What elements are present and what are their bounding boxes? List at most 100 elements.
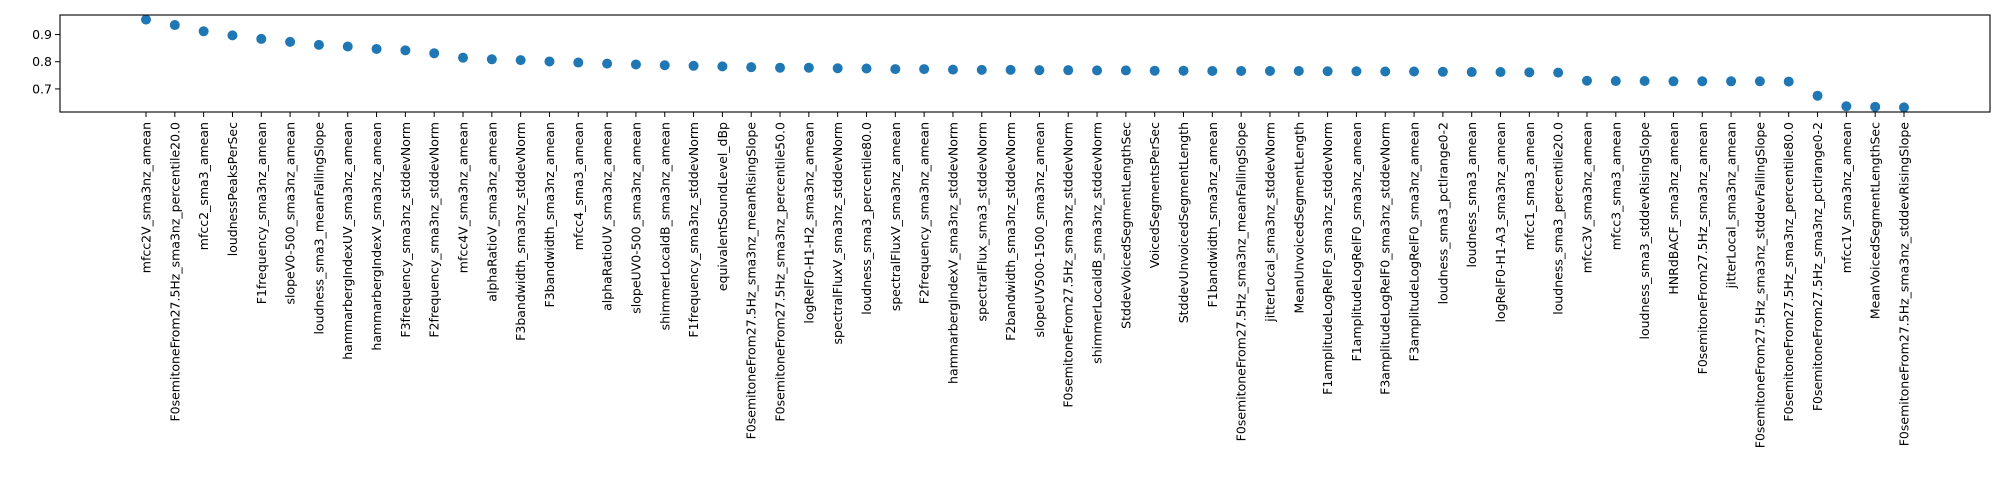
x-tick-label: F3amplitudeLogRelF0_sma3nz_amean bbox=[1407, 122, 1422, 361]
x-tick-label: F3bandwidth_sma3nz_amean bbox=[542, 122, 557, 307]
data-point bbox=[458, 52, 469, 63]
x-tick-label: MeanVoicedSegmentLengthSec bbox=[1868, 122, 1883, 319]
data-point bbox=[1034, 65, 1045, 76]
data-point bbox=[1437, 66, 1448, 77]
x-tick-label: F3bandwidth_sma3nz_stddevNorm bbox=[513, 122, 528, 341]
data-point bbox=[832, 63, 843, 74]
data-point bbox=[1409, 66, 1420, 77]
x-tick-label: F0semitoneFrom27.5Hz_sma3nz_percentile20… bbox=[167, 122, 182, 422]
x-tick-label: spectralFlux_sma3_stddevNorm bbox=[974, 122, 989, 321]
data-point bbox=[198, 26, 209, 37]
x-tick-label: F0semitoneFrom27.5Hz_sma3nz_amean bbox=[1695, 122, 1710, 374]
x-tick-label: loudness_sma3_meanFallingSlope bbox=[311, 122, 326, 335]
x-tick-label: mfcc1_sma3_amean bbox=[1522, 122, 1537, 250]
data-point bbox=[371, 43, 382, 54]
x-tick-label: F1bandwidth_sma3nz_amean bbox=[1205, 122, 1220, 307]
y-tick-label: 0.8 bbox=[32, 54, 52, 69]
x-tick-label: F0semitoneFrom27.5Hz_sma3nz_stddevNorm bbox=[1061, 122, 1076, 408]
data-point bbox=[659, 60, 670, 71]
data-point bbox=[141, 14, 151, 25]
x-tick-label: shimmerLocaldB_sma3nz_stddevNorm bbox=[1090, 122, 1105, 364]
x-tick-label: mfcc4_sma3_amean bbox=[571, 122, 586, 250]
data-point bbox=[1005, 64, 1016, 75]
data-point bbox=[342, 41, 353, 52]
data-point bbox=[573, 57, 584, 68]
data-point bbox=[1351, 66, 1362, 77]
data-point bbox=[227, 30, 238, 41]
x-tick-label: VoicedSegmentsPerSec bbox=[1147, 122, 1162, 269]
data-point bbox=[1553, 67, 1564, 78]
x-tick-label: logRelF0-H1-H2_sma3nz_amean bbox=[801, 122, 816, 324]
data-point bbox=[1812, 90, 1823, 101]
data-point bbox=[1063, 65, 1074, 76]
data-point bbox=[486, 54, 497, 65]
x-tick-label: loudness_sma3_stddevRisingSlope bbox=[1637, 122, 1652, 340]
data-point bbox=[630, 59, 641, 70]
x-tick-label: F3amplitudeLogRelF0_sma3nz_stddevNorm bbox=[1378, 122, 1393, 395]
x-tick-label: F2frequency_sma3nz_amean bbox=[917, 122, 932, 304]
data-points bbox=[141, 14, 1909, 113]
x-tick-label: F0semitoneFrom27.5Hz_sma3nz_meanFallingS… bbox=[1234, 122, 1249, 442]
x-tick-label: F1amplitudeLogRelF0_sma3nz_stddevNorm bbox=[1320, 122, 1335, 395]
x-tick-label: loudness_sma3_pctlrange0-2 bbox=[1435, 122, 1450, 304]
x-tick-label: F0semitoneFrom27.5Hz_sma3nz_stddevFallin… bbox=[1752, 122, 1767, 449]
y-axis: 0.70.80.9 bbox=[32, 27, 60, 96]
data-point bbox=[775, 62, 786, 73]
x-tick-label: F0semitoneFrom27.5Hz_sma3nz_percentile50… bbox=[773, 122, 788, 422]
x-tick-label: loudness_sma3_percentile80.0 bbox=[859, 122, 874, 315]
x-tick-label: mfcc1V_sma3nz_amean bbox=[1839, 122, 1854, 273]
x-tick-label: loudness_sma3_percentile20.0 bbox=[1551, 122, 1566, 315]
data-point bbox=[1524, 67, 1535, 78]
data-point bbox=[688, 60, 699, 71]
plot-frame bbox=[59, 14, 1991, 113]
x-tick-label: hammarbergIndexV_sma3nz_stddevNorm bbox=[945, 122, 960, 384]
x-tick-label: loudness_sma3_amean bbox=[1464, 122, 1479, 268]
data-point bbox=[515, 55, 526, 66]
x-tick-label: hammarbergIndexUV_sma3nz_amean bbox=[340, 122, 355, 360]
data-point bbox=[746, 62, 757, 73]
data-point bbox=[1264, 65, 1275, 76]
x-tick-label: F3frequency_sma3nz_stddevNorm bbox=[398, 122, 413, 338]
x-tick-label: F2bandwidth_sma3nz_stddevNorm bbox=[1003, 122, 1018, 341]
data-point bbox=[1120, 65, 1131, 76]
x-tick-label: F1amplitudeLogRelF0_sma3nz_amean bbox=[1349, 122, 1364, 361]
data-point bbox=[1783, 76, 1794, 87]
x-tick-label: equivalentSoundLevel_dBp bbox=[715, 122, 730, 291]
data-point bbox=[1322, 66, 1333, 77]
data-point bbox=[1639, 76, 1650, 87]
data-point bbox=[313, 39, 324, 50]
x-tick-label: spectralFluxV_sma3nz_stddevNorm bbox=[830, 122, 845, 344]
data-point bbox=[1870, 101, 1881, 112]
x-tick-label: F2frequency_sma3nz_stddevNorm bbox=[427, 122, 442, 338]
data-point bbox=[1610, 76, 1621, 87]
x-tick-label: F0semitoneFrom27.5Hz_sma3nz_pctlrange0-2 bbox=[1810, 122, 1825, 411]
data-point bbox=[400, 45, 411, 56]
x-tick-label: F1frequency_sma3nz_stddevNorm bbox=[686, 122, 701, 338]
data-point bbox=[1380, 66, 1391, 77]
x-tick-label: StddevUnvoicedSegmentLength bbox=[1176, 122, 1191, 323]
x-tick-label: F0semitoneFrom27.5Hz_sma3nz_percentile80… bbox=[1781, 122, 1796, 422]
x-tick-label: F0semitoneFrom27.5Hz_sma3nz_stddevRising… bbox=[1897, 122, 1912, 447]
data-point bbox=[1236, 65, 1247, 76]
data-point bbox=[890, 64, 901, 75]
data-point bbox=[1668, 76, 1679, 87]
x-tick-label: mfcc2_sma3_amean bbox=[196, 122, 211, 250]
x-tick-label: shimmerLocaldB_sma3nz_amean bbox=[657, 122, 672, 330]
x-tick-label: jitterLocal_sma3nz_stddevNorm bbox=[1262, 122, 1277, 323]
data-point bbox=[285, 36, 296, 47]
x-tick-label: loudnessPeaksPerSec bbox=[225, 122, 240, 256]
data-point bbox=[602, 58, 613, 69]
y-tick-label: 0.7 bbox=[32, 81, 52, 96]
data-point bbox=[976, 64, 987, 75]
x-tick-label: spectralFluxV_sma3nz_amean bbox=[888, 122, 903, 311]
x-tick-label: mfcc3_sma3_amean bbox=[1608, 122, 1623, 250]
x-tick-label: slopeV0-500_sma3nz_amean bbox=[283, 122, 298, 305]
data-point bbox=[1178, 65, 1189, 76]
data-point bbox=[1092, 65, 1103, 76]
x-tick-label: logRelF0-H1-A3_sma3nz_amean bbox=[1493, 122, 1508, 322]
data-point bbox=[1841, 101, 1852, 112]
data-point bbox=[429, 48, 440, 59]
data-point bbox=[1697, 76, 1708, 87]
